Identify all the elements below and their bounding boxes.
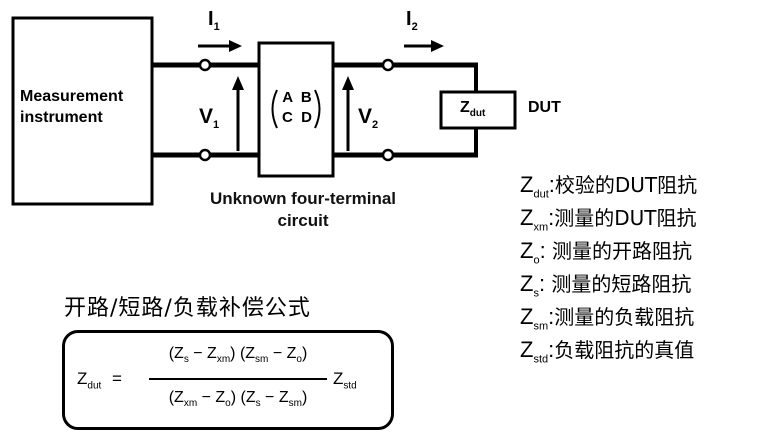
instrument-label-line1: Measurement	[20, 88, 124, 105]
current-1-sub: 1	[213, 21, 220, 33]
instrument-label-line2: instrument	[20, 109, 103, 126]
impedance-legend: Zdut:校验的DUT阻抗 Zxm:测量的DUT阻抗 Zo: 测量的开路阻抗 Z…	[520, 168, 766, 366]
dut-box-symbol: Z	[460, 99, 470, 116]
compensation-formula-box: Zdut = (Zs − Zxm) (Zsm − Zo) (Zxm − Zo) …	[62, 330, 394, 430]
legend-symbol: Zdut:	[520, 172, 555, 201]
current-2-label: I2	[406, 8, 418, 33]
matrix-left-paren	[271, 89, 278, 129]
formula-lhs: Zdut =	[77, 369, 122, 392]
formula-title: 开路/短路/负载补偿公式	[64, 296, 311, 321]
voltage-2-sub: 2	[372, 119, 379, 132]
legend-text: 测量的负载阻抗	[554, 305, 695, 329]
legend-symbol: Zsm:	[520, 304, 555, 333]
formula-numerator: (Zs − Zxm) (Zsm − Zo)	[168, 345, 308, 366]
voltage-1-sub: 1	[213, 119, 220, 132]
voltage-2-label: V2	[358, 105, 378, 131]
legend-symbol: Zo:	[520, 238, 546, 267]
formula-fraction-bar	[149, 378, 327, 380]
caption-line-2: circuit	[277, 211, 329, 230]
legend-row-zo: Zo: 测量的开路阻抗	[520, 234, 766, 267]
current-2-arrow-head	[431, 40, 444, 52]
legend-text: 校验的DUT阻抗	[554, 173, 698, 197]
formula-rhs: Zstd	[333, 369, 357, 392]
legend-row-zsm: Zsm:测量的负载阻抗	[520, 300, 766, 333]
dut-impedance-box	[439, 90, 517, 130]
legend-row-zdut: Zdut:校验的DUT阻抗	[520, 168, 766, 201]
voltage-1-label: V1	[199, 105, 219, 131]
legend-text: 负载阻抗的真值	[554, 338, 695, 362]
current-1-label: I1	[208, 8, 220, 33]
voltage-2-arrow-head	[342, 76, 354, 90]
current-1-arrow-head	[229, 40, 242, 52]
dut-label: DUT	[528, 99, 561, 116]
legend-text: 测量的短路阻抗	[545, 272, 692, 296]
legend-symbol: Zxm:	[520, 205, 555, 234]
current-2-sub: 2	[411, 21, 418, 33]
current-1-symbol: I	[208, 8, 214, 30]
terminal-top-right	[381, 58, 395, 72]
voltage-2-symbol: V	[358, 105, 373, 128]
legend-symbol: Zs:	[520, 271, 546, 300]
matrix-row-1: A B	[282, 89, 312, 106]
legend-row-zxm: Zxm:测量的DUT阻抗	[520, 201, 766, 234]
terminal-bottom-right	[381, 148, 395, 162]
four-terminal-network-box	[257, 41, 335, 178]
legend-row-zstd: Zstd:负载阻抗的真值	[520, 333, 766, 366]
voltage-1-symbol: V	[199, 105, 214, 128]
legend-text: 测量的开路阻抗	[545, 239, 693, 263]
measurement-instrument-box	[11, 16, 154, 206]
legend-text: 测量的DUT阻抗	[554, 206, 697, 230]
dut-box-sub: dut	[469, 108, 486, 120]
matrix-row-2: C D	[282, 109, 312, 126]
current-2-symbol: I	[406, 8, 412, 30]
formula-denominator: (Zxm − Zo) (Zs − Zsm)	[168, 389, 308, 410]
caption-line-1: Unknown four-terminal	[209, 189, 397, 208]
formula-equals: =	[112, 369, 122, 388]
instrument-label: Measurement instrument	[20, 86, 123, 128]
terminal-top-left	[198, 58, 212, 72]
terminal-bottom-left	[198, 148, 212, 162]
legend-symbol: Zstd:	[520, 337, 555, 366]
network-caption: Unknown four-terminal circuit	[188, 188, 418, 232]
legend-row-zs: Zs: 测量的短路阻抗	[520, 267, 766, 300]
matrix-right-paren	[314, 89, 321, 129]
voltage-1-arrow-head	[232, 76, 244, 90]
abcd-matrix: A B C D	[279, 88, 315, 128]
dut-box-label: Zdut	[460, 99, 485, 119]
